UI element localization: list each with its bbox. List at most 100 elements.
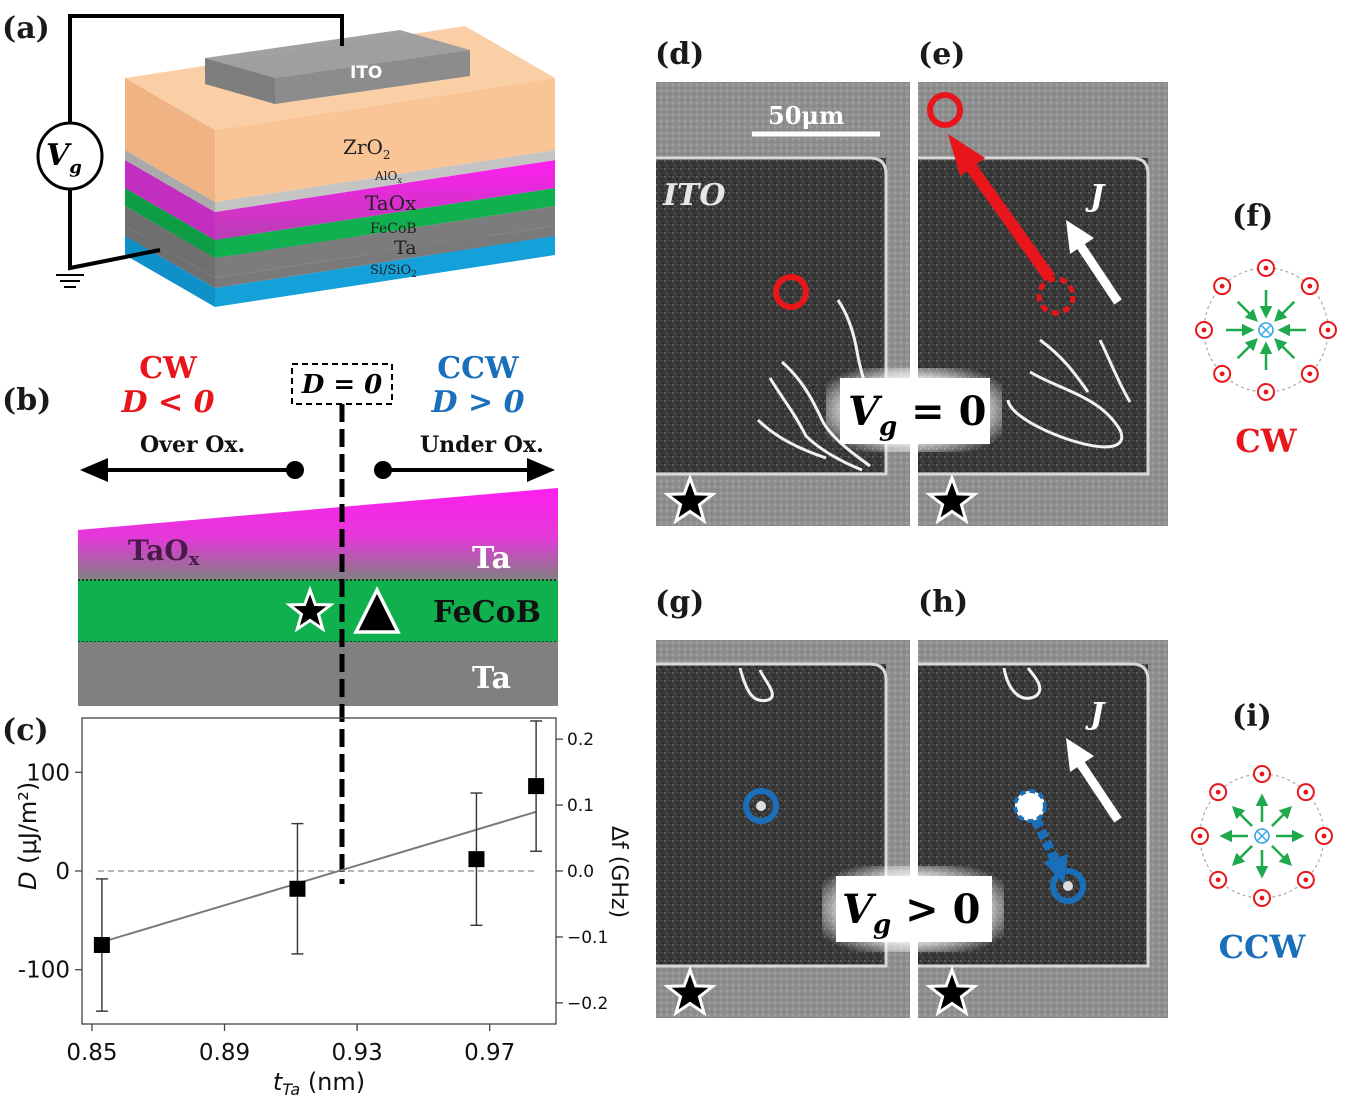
gate-circuit — [56, 14, 344, 288]
ta-bottom-layer — [78, 642, 558, 706]
panel-f: (f) CW — [1195, 199, 1337, 460]
caption-vg-zero: Vg = 0 — [826, 368, 1002, 452]
ito-electrode: ITO — [205, 30, 470, 104]
spin-arrow — [1271, 805, 1293, 827]
y-tick-label: -100 — [18, 958, 70, 984]
svg-text:Vg > 0: Vg > 0 — [842, 886, 980, 940]
y2-tick-label: 0.2 — [567, 730, 594, 750]
over-oxidation-arrow — [80, 458, 304, 482]
spin-down-cross — [1261, 325, 1271, 335]
spin-up-dot — [1259, 771, 1265, 777]
ccw-title: CCW — [437, 351, 520, 386]
voltage-source — [36, 121, 104, 191]
x-tick-label: 0.93 — [332, 1040, 383, 1066]
voltage-source-label: Vg — [46, 138, 82, 178]
taox-label: TaOx — [365, 191, 417, 215]
y-tick-label: 100 — [26, 760, 70, 786]
spin-up-dot — [1259, 895, 1265, 901]
data-point — [468, 851, 485, 868]
panel-g: (g) — [655, 585, 910, 1018]
panel-label-b: (b) — [2, 383, 51, 418]
spin-up-dot — [1307, 371, 1313, 377]
panel-label-a: (a) — [2, 11, 50, 46]
y2-tick-label: 0.0 — [567, 862, 594, 882]
spin-up-dot — [1263, 265, 1269, 271]
cw-diagram-label: CW — [1235, 422, 1297, 460]
current-label-h: J — [1085, 697, 1106, 732]
domain-walls-d — [756, 299, 880, 472]
current-direction-arrow-h — [1066, 738, 1122, 823]
spin-arrow — [1231, 805, 1253, 827]
panel-label-e: (e) — [918, 37, 965, 72]
ccw-condition: D > 0 — [431, 385, 525, 420]
panel-e: (e) J — [918, 37, 1168, 526]
spin-up-dot — [1219, 371, 1225, 377]
skyrmion-marker-g — [743, 788, 779, 824]
over-oxidation-label: Over Ox. — [140, 432, 245, 458]
x-tick-label: 0.97 — [464, 1040, 515, 1066]
fecob-wedge-label: FeCoB — [433, 595, 541, 630]
spin-up-dot — [1307, 283, 1313, 289]
spin-down-cross — [1257, 831, 1267, 841]
alox-label: AlOx — [374, 169, 402, 185]
taox-wedge-label: TaOx — [128, 534, 200, 570]
svg-text:Vg = 0: Vg = 0 — [848, 388, 986, 442]
panel-label-f: (f) — [1232, 199, 1273, 234]
under-oxidation-arrow — [374, 458, 555, 482]
fecob-label: FeCoB — [370, 221, 417, 237]
spin-up-dot — [1263, 389, 1269, 395]
y2-tick-label: −0.1 — [567, 928, 608, 948]
y2-axis-label: Δf (GHz) — [606, 826, 631, 918]
domain-walls-e — [1006, 338, 1132, 449]
spin-up-dot — [1219, 283, 1225, 289]
data-point — [528, 778, 545, 795]
panel-label-h: (h) — [918, 585, 968, 620]
skyrmion-marker-d — [773, 274, 809, 310]
spin-up-dot — [1325, 327, 1331, 333]
spin-arrow — [1231, 845, 1253, 867]
ta-side — [125, 226, 215, 288]
skyrmion-initial-e — [1036, 276, 1076, 316]
panel-label-i: (i) — [1232, 699, 1272, 734]
ccw-diagram-label: CCW — [1219, 928, 1307, 966]
spin-arrow — [1271, 845, 1293, 867]
star-icon-e — [925, 473, 979, 525]
panel-label-d: (d) — [655, 37, 704, 72]
spin-arrow — [1274, 300, 1296, 322]
current-label-e: J — [1085, 179, 1106, 214]
skyrmion-motion-arrow-h — [1031, 817, 1068, 884]
zro2-label: ZrO2 — [343, 135, 391, 162]
domain-wall-h — [1002, 667, 1042, 700]
ta-bottom-label: Ta — [472, 661, 511, 696]
ito-region-label: ITO — [662, 178, 726, 213]
panel-b: (b) CW D < 0 CCW D > 0 D = 0 Over Ox. Un… — [2, 351, 558, 884]
x-tick-label: 0.85 — [66, 1040, 117, 1066]
scale-bar-label: 50μm — [768, 101, 844, 130]
domain-wall-g — [738, 667, 774, 703]
under-oxidation-label: Under Ox. — [420, 432, 544, 458]
spin-up-dot — [1321, 833, 1327, 839]
star-icon-d — [663, 473, 717, 525]
cw-condition: D < 0 — [121, 385, 215, 420]
y-axis-label: D (μJ/m²) — [14, 782, 42, 890]
skyrmion-final-h — [1050, 868, 1086, 904]
star-icon-h — [925, 965, 979, 1017]
x-tick-label: 0.89 — [199, 1040, 250, 1066]
skyrmion-initial-h — [1013, 789, 1047, 823]
y2-tick-label: −0.2 — [567, 994, 608, 1014]
spin-up-dot — [1303, 789, 1309, 795]
spin-arrow — [1236, 338, 1258, 360]
ta-top-label: Ta — [472, 541, 511, 576]
spin-arrow — [1236, 300, 1258, 322]
spin-arrow — [1274, 338, 1296, 360]
triangle-marker — [353, 586, 401, 634]
panel-h: (h) J — [918, 585, 1168, 1018]
caption-vg-positive: Vg > 0 — [822, 866, 1004, 952]
ito-label: ITO — [350, 63, 382, 83]
panel-label-c: (c) — [2, 713, 49, 748]
data-point — [93, 937, 110, 954]
fit-line — [101, 810, 537, 944]
